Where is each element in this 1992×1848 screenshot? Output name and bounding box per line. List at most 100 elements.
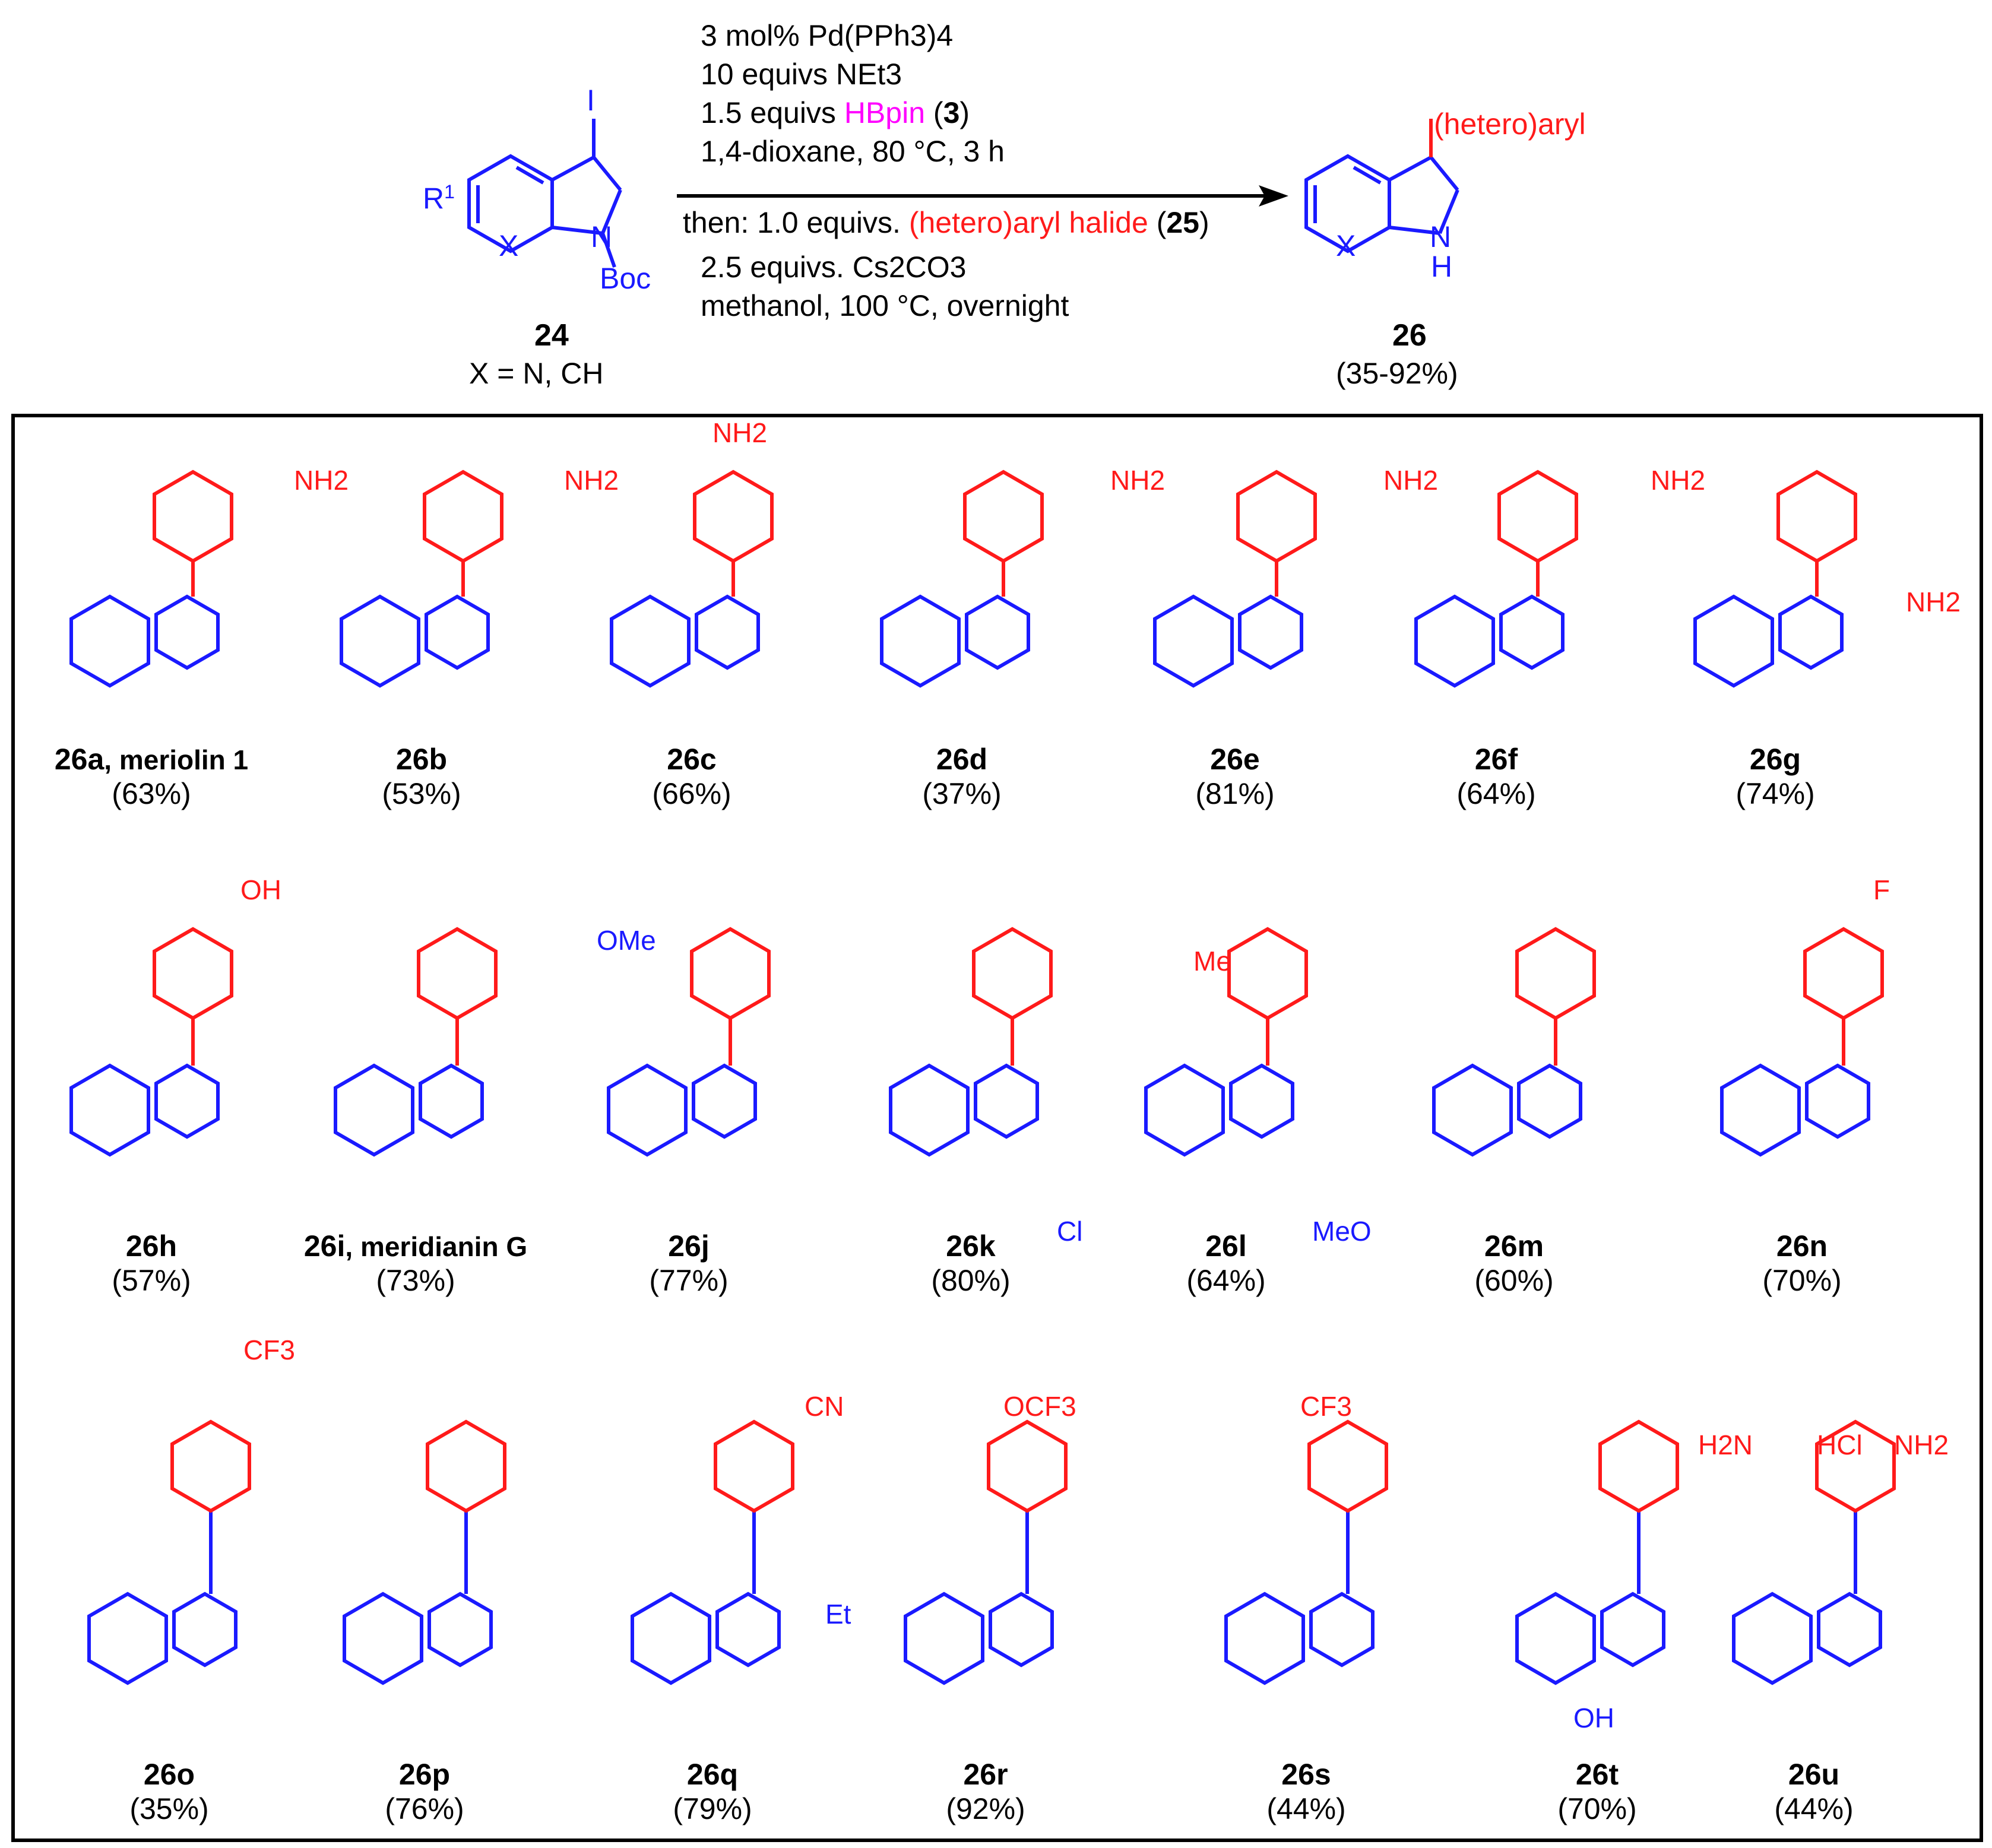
- ocf3-label: OCF3: [1003, 1391, 1076, 1422]
- product-id: 26a, meriolin 1: [54, 743, 249, 776]
- f-label: F: [1873, 874, 1890, 905]
- core-ring: [340, 594, 420, 688]
- core-ring: [880, 594, 961, 688]
- oh-label: OH: [1573, 1703, 1614, 1733]
- product-yield: (64%): [1186, 1264, 1266, 1297]
- product-id: 26e: [1210, 743, 1260, 776]
- product-label-26o: 26o(35%): [129, 1757, 208, 1826]
- nh2-label: NH2: [1651, 465, 1705, 496]
- product-id: 26l: [1205, 1229, 1247, 1263]
- substituent-ring: [1497, 470, 1578, 563]
- h2n-label: H2N: [1698, 1429, 1753, 1460]
- core-ring: [1414, 594, 1495, 688]
- product-yield: (35-92%): [1336, 357, 1458, 390]
- core-five-ring: [965, 594, 1030, 670]
- product-id: 26r: [963, 1758, 1008, 1791]
- product-id: 26i, meridianin G: [303, 1229, 528, 1263]
- product-label-26s: 26s(44%): [1266, 1757, 1345, 1826]
- core-five-ring: [695, 594, 760, 670]
- atom-r1: R1: [423, 181, 455, 216]
- condition-line-3: 1.5 equivs HBpin (3): [701, 96, 970, 129]
- cl-label: Cl: [1057, 1216, 1082, 1247]
- cf3-label: CF3: [243, 1335, 295, 1365]
- condition-line-4: 1,4-dioxane, 80 °C, 3 h: [701, 135, 1005, 168]
- product-id: 26c: [667, 743, 717, 776]
- core-five-ring: [1499, 594, 1565, 670]
- product-id: 26g: [1749, 743, 1801, 776]
- reagent-number-25: 25: [1166, 206, 1199, 239]
- ome-label: OMe: [597, 925, 656, 956]
- product-atom-x: X: [1336, 229, 1356, 262]
- product-yield: (79%): [673, 1792, 752, 1825]
- product-label-26r: 26r(92%): [946, 1757, 1025, 1826]
- product-substituent: (hetero)aryl: [1434, 107, 1586, 141]
- condition-3-text: 1.5 equivs: [701, 96, 844, 129]
- atom-n: N: [591, 220, 613, 253]
- core-five-ring: [1309, 1592, 1375, 1668]
- cf3-label: CF3: [1300, 1391, 1352, 1422]
- core-ring: [69, 1063, 150, 1157]
- condition-line-2: 10 equivs NEt3: [701, 58, 902, 91]
- product-id: 26f: [1474, 743, 1518, 776]
- core-five-ring: [692, 1063, 757, 1139]
- hcl-label: HCl: [1817, 1429, 1863, 1460]
- substituent-ring: [1598, 1419, 1679, 1513]
- nh2-label: NH2: [294, 465, 349, 496]
- substituent-ring: [1227, 927, 1308, 1020]
- oh-label: OH: [240, 874, 281, 905]
- product-label-26e: 26e(81%): [1195, 742, 1274, 811]
- product-structure: [1304, 119, 1459, 253]
- core-five-ring: [154, 1063, 220, 1139]
- product-yield: (70%): [1762, 1264, 1842, 1297]
- product-yield: (60%): [1474, 1264, 1554, 1297]
- substituent-ring: [417, 927, 498, 1020]
- core-five-ring: [989, 1592, 1054, 1668]
- product-yield: (92%): [946, 1792, 1025, 1825]
- product-label-26a: 26a, meriolin 1(63%): [55, 742, 248, 811]
- core-five-ring: [1229, 1063, 1294, 1139]
- nh2-label: NH2: [1906, 587, 1961, 617]
- product-label-26t: 26t(70%): [1557, 1757, 1636, 1826]
- reaction-arrow: [677, 185, 1288, 207]
- core-five-ring: [427, 1592, 493, 1668]
- core-ring: [889, 1063, 970, 1157]
- r1-superscript: 1: [444, 181, 455, 202]
- substituent-ring: [426, 1419, 506, 1513]
- substituent-ring: [987, 1419, 1068, 1513]
- product-label-26p: 26p(76%): [385, 1757, 464, 1826]
- product-id: 26d: [936, 743, 988, 776]
- condition-line-5: then: 1.0 equivs. (hetero)aryl halide (2…: [683, 206, 1209, 239]
- product-id: 26u: [1788, 1758, 1840, 1791]
- nh2-label: NH2: [1110, 465, 1165, 496]
- core-ring: [334, 1063, 414, 1157]
- substituent-ring: [423, 470, 503, 563]
- nh2-label: NH2: [1383, 465, 1438, 496]
- product-id: 26b: [395, 743, 448, 776]
- condition-line-1: 3 mol% Pd(PPh3)4: [701, 19, 954, 52]
- core-five-ring: [154, 594, 220, 670]
- product-label-26k: 26k(80%): [931, 1229, 1010, 1298]
- condition-line-7: methanol, 100 °C, overnight: [701, 289, 1069, 322]
- product-id: 26q: [686, 1758, 739, 1791]
- substituent-ring: [714, 1419, 794, 1513]
- product-atom-n: N: [1430, 220, 1452, 253]
- product-yield: (77%): [649, 1264, 729, 1297]
- product-yield: (70%): [1557, 1792, 1637, 1825]
- core-ring: [87, 1592, 168, 1685]
- substituent-ring: [1515, 927, 1596, 1020]
- product-yield: (63%): [112, 777, 191, 810]
- product-id: 26m: [1484, 1229, 1544, 1263]
- core-five-ring: [1778, 594, 1844, 670]
- core-five-ring: [425, 594, 490, 670]
- core-ring: [69, 594, 150, 688]
- product-yield: (57%): [112, 1264, 191, 1297]
- product-yield: (64%): [1456, 777, 1536, 810]
- product-atom-h: H: [1431, 250, 1453, 283]
- core-ring: [1153, 594, 1234, 688]
- product-id: 26n: [1776, 1229, 1828, 1263]
- substituent-ring: [1815, 1419, 1896, 1513]
- core-ring: [1144, 1063, 1225, 1157]
- product-number: 26: [1392, 318, 1427, 353]
- product-label-26n: 26n(70%): [1762, 1229, 1841, 1298]
